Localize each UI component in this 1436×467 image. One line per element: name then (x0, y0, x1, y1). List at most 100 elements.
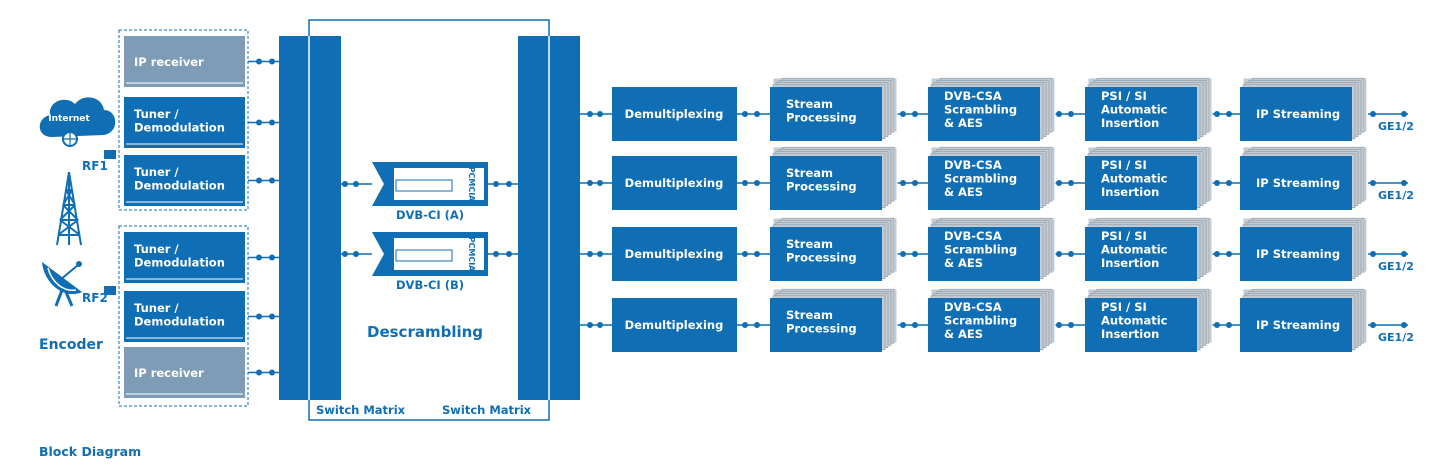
junction-dot (587, 180, 593, 186)
tuner-demodulation-block: Tuner /Demodulation (124, 232, 245, 283)
junction-dot (353, 251, 359, 257)
junction-dot (256, 177, 262, 184)
junction-dot (900, 251, 906, 257)
junction-dot (1068, 251, 1074, 257)
encoder-label: Encoder (39, 337, 103, 353)
pcmcia-card-label: PCMCIA (467, 167, 476, 203)
switch-loop-bottom (308, 400, 550, 421)
junction-dot (269, 313, 275, 320)
descrambling-label: Descrambling (367, 323, 483, 341)
demultiplexing-block (612, 87, 737, 141)
ip-streaming-block-label: IP Streaming (1256, 176, 1340, 190)
rf1-label: RF1 (82, 159, 108, 173)
junction-dot (742, 251, 748, 257)
junction-dot (1226, 111, 1232, 117)
junction-dot (1214, 180, 1220, 186)
demultiplexing-label: Demultiplexing (625, 176, 724, 190)
pcmcia-card-label: PCMCIA (467, 237, 476, 273)
demultiplexing-label: Demultiplexing (625, 107, 724, 121)
junction-dot (742, 111, 748, 117)
junction-dot (912, 322, 918, 328)
junction-dot (1401, 180, 1407, 186)
ip-streaming-block: IP Streaming (1240, 288, 1368, 352)
signal-sources: Internet RF1 RF2 Encoder (39, 97, 116, 353)
junction-dot (1214, 251, 1220, 257)
junction-dot (1370, 180, 1376, 186)
junction-dot (742, 180, 748, 186)
ip-streaming-block: IP Streaming (1240, 77, 1368, 141)
junction-dot (1226, 180, 1232, 186)
junction-dot (269, 369, 275, 376)
ge-output-label: GE1/2 (1378, 120, 1414, 133)
tuner-demodulation-block: Tuner /Demodulation (124, 155, 245, 206)
junction-dot (269, 58, 275, 65)
ge-output-label: GE1/2 (1378, 260, 1414, 273)
input-group-bottom (118, 225, 249, 407)
junction-dot (1226, 251, 1232, 257)
demultiplexing-block (612, 227, 737, 281)
junction-dot (912, 251, 918, 257)
junction-dot (900, 322, 906, 328)
demultiplexing-label: Demultiplexing (625, 247, 724, 261)
ge-output-label: GE1/2 (1378, 189, 1414, 202)
junction-dot (742, 322, 748, 328)
junction-dot (1056, 251, 1062, 257)
dvb-ci-label: DVB-CI (B) (396, 278, 464, 292)
junction-dot (912, 180, 918, 186)
input-block-label: IP receiver (134, 55, 204, 69)
ip-receiver-block: IP receiver (124, 36, 245, 87)
junction-dot (506, 251, 512, 257)
junction-dot (912, 111, 918, 117)
ip-streaming-block: IP Streaming (1240, 217, 1368, 281)
input-block-label: Tuner /Demodulation (134, 107, 225, 135)
input-block-label: IP receiver (134, 366, 204, 380)
junction-dot (493, 251, 499, 257)
junction-dot (1056, 322, 1062, 328)
junction-dot (342, 251, 348, 257)
ge-output-label: GE1/2 (1378, 331, 1414, 344)
junction-dot (1370, 111, 1376, 117)
junction-dot (597, 180, 603, 186)
junction-dot (269, 254, 275, 261)
ip-streaming-block-label: IP Streaming (1256, 318, 1340, 332)
junction-dot (269, 177, 275, 184)
junction-dot (754, 251, 760, 257)
tuner-demodulation-block: Tuner /Demodulation (124, 97, 245, 148)
junction-dot (1370, 251, 1376, 257)
dvb-ci-label: DVB-CI (A) (396, 208, 464, 222)
junction-dot (1056, 111, 1062, 117)
input-group-top (118, 29, 249, 211)
junction-dot (256, 369, 262, 376)
diagram-caption: Block Diagram (39, 444, 141, 459)
junction-dot (1401, 322, 1407, 328)
junction-dot (587, 251, 593, 257)
junction-dot (353, 181, 359, 187)
input-block-label: Tuner /Demodulation (134, 301, 225, 329)
junction-dot (1401, 251, 1407, 257)
junction-dot (1214, 322, 1220, 328)
